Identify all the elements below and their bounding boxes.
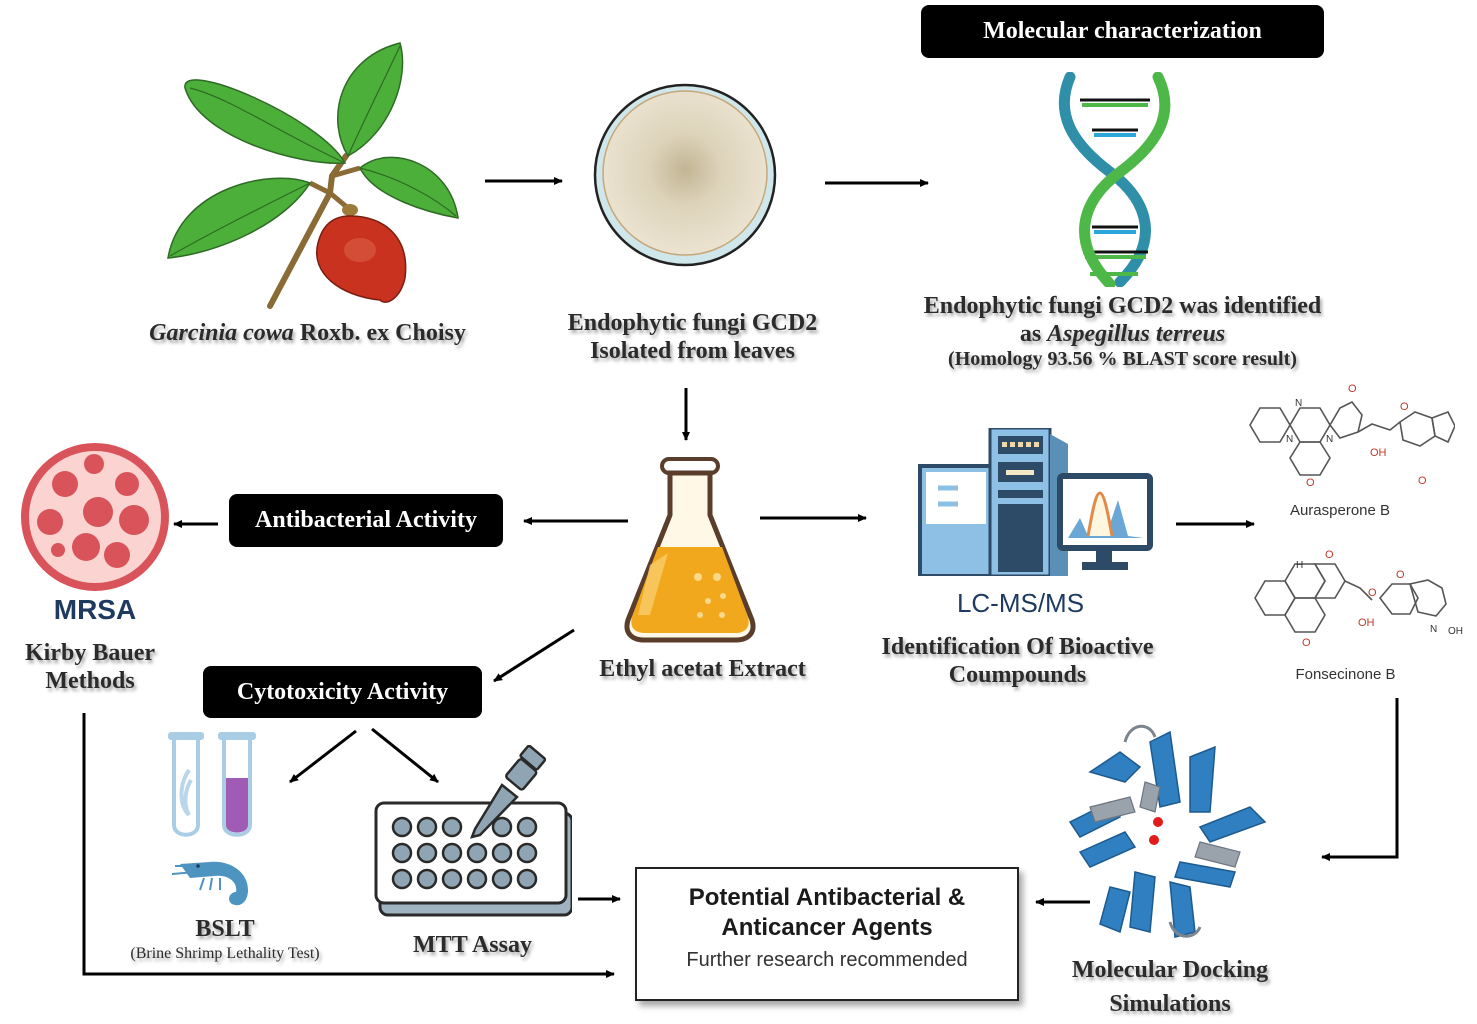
protein-ribbon-structure-icon bbox=[1068, 724, 1267, 938]
arrow-cytotoxicity-to-bslt bbox=[289, 729, 357, 784]
compound-name-fonsecinone-b: Fonsecinone B bbox=[1295, 666, 1396, 683]
mrsa-label: MRSA bbox=[53, 594, 137, 625]
svg-text:OH: OH bbox=[1358, 617, 1375, 629]
species-name-italic: Aspegillus terreus bbox=[1047, 320, 1226, 347]
svg-text:OH: OH bbox=[1370, 447, 1387, 459]
cytotoxicity-activity-header: Cytotoxicity Activity bbox=[203, 666, 482, 718]
svg-text:O: O bbox=[1306, 477, 1315, 489]
extract-label: Ethyl acetat Extract bbox=[599, 656, 806, 682]
result-box: Potential Antibacterial & Anticancer Age… bbox=[635, 867, 1019, 1001]
molecular-label-line2: as Aspegillus terreus bbox=[900, 321, 1345, 349]
kirby-bauer-line1: Kirby Bauer bbox=[25, 640, 155, 666]
molecular-label-line1: Endophytic fungi GCD2 was identified bbox=[923, 293, 1322, 319]
result-title: Potential Antibacterial & Anticancer Age… bbox=[637, 883, 1017, 943]
molecular-characterization-header: Molecular characterization bbox=[921, 5, 1324, 58]
well-grid bbox=[391, 816, 538, 890]
kirby-bauer-label: Kirby Bauer Methods bbox=[10, 640, 170, 695]
svg-text:O: O bbox=[1348, 383, 1357, 395]
bslt-title: BSLT bbox=[195, 916, 255, 942]
svg-text:O: O bbox=[1302, 637, 1311, 649]
lcms-label-line2: Coumpounds bbox=[948, 661, 1087, 688]
bacteria-petri-dish-icon bbox=[21, 443, 169, 591]
lcms-instrument-label: LC-MS/MS bbox=[956, 588, 1085, 618]
svg-text:O: O bbox=[1400, 401, 1409, 413]
petri-label-line2: Isolated from leaves bbox=[590, 337, 795, 364]
molecular-label: Endophytic fungi GCD2 was identified as … bbox=[900, 293, 1345, 371]
svg-text:O: O bbox=[1325, 549, 1334, 561]
svg-text:N: N bbox=[1286, 434, 1293, 445]
svg-text:N: N bbox=[1326, 434, 1333, 445]
result-subtitle: Further research recommended bbox=[686, 949, 968, 971]
antibacterial-activity-header: Antibacterial Activity bbox=[229, 494, 503, 547]
plant-species-italic: Garcinia cowa bbox=[149, 320, 294, 346]
fungal-culture-petri-dish-icon bbox=[593, 83, 777, 267]
svg-text:O: O bbox=[1368, 587, 1377, 599]
svg-text:OH: OH bbox=[1448, 626, 1463, 637]
svg-text:N: N bbox=[1295, 398, 1302, 409]
petri-label-line1: Endophytic fungi GCD2 bbox=[567, 310, 818, 336]
compound-name-aurasperone-b: Aurasperone B bbox=[1289, 502, 1391, 519]
plant-branch-with-fruit-icon bbox=[167, 42, 459, 309]
kirby-bauer-line2: Methods bbox=[45, 667, 135, 694]
molecular-homology-result: (Homology 93.56 % BLAST score result) bbox=[948, 348, 1297, 371]
mtt-assay-title: MTT Assay bbox=[413, 932, 532, 958]
lcms-label-line1: Identification Of Bioactive bbox=[881, 634, 1154, 660]
petri-label: Endophytic fungi GCD2 Isolated from leav… bbox=[540, 310, 845, 365]
docking-label: Molecular Docking Simulations bbox=[1045, 954, 1295, 1021]
shrimp-icon bbox=[171, 861, 248, 906]
result-title-line1: Potential Antibacterial & bbox=[688, 884, 966, 911]
svg-text:O: O bbox=[1396, 569, 1405, 581]
arrow-cytotoxicity-to-mtt bbox=[371, 727, 439, 784]
aurasperone-b-structure-icon: O O OH O O N N N bbox=[1249, 383, 1455, 489]
plant-label: Garcinia cowa Roxb. ex Choisy bbox=[130, 320, 485, 348]
test-tube-shrimp-icon bbox=[168, 732, 256, 837]
bslt-subtitle: (Brine Shrimp Lethality Test) bbox=[130, 945, 320, 962]
arrow-antibacterial-to-result bbox=[82, 713, 615, 978]
lc-ms-instrument-icon bbox=[918, 428, 1153, 576]
arrow-compounds-to-docking bbox=[1321, 698, 1399, 861]
result-title-line2: Anticancer Agents bbox=[721, 914, 933, 941]
svg-text:N: N bbox=[1430, 624, 1437, 635]
dna-double-helix-icon bbox=[1058, 72, 1171, 287]
lcms-label: Identification Of Bioactive Coumpounds bbox=[860, 634, 1175, 689]
plant-authority: Roxb. ex Choisy bbox=[299, 320, 466, 346]
fonsecinone-b-structure-icon: O O OH O O H N OH bbox=[1254, 549, 1463, 649]
molecular-label-prefix: as bbox=[1019, 320, 1042, 347]
erlenmeyer-flask-icon bbox=[624, 457, 756, 643]
svg-text:H: H bbox=[1296, 560, 1303, 571]
arrow-extract-to-cytotoxicity bbox=[493, 628, 575, 683]
docking-label-line2: Simulations bbox=[1109, 990, 1231, 1017]
svg-text:O: O bbox=[1418, 475, 1427, 487]
well-plate-pipette-icon bbox=[374, 745, 572, 917]
docking-label-line1: Molecular Docking bbox=[1071, 957, 1269, 983]
